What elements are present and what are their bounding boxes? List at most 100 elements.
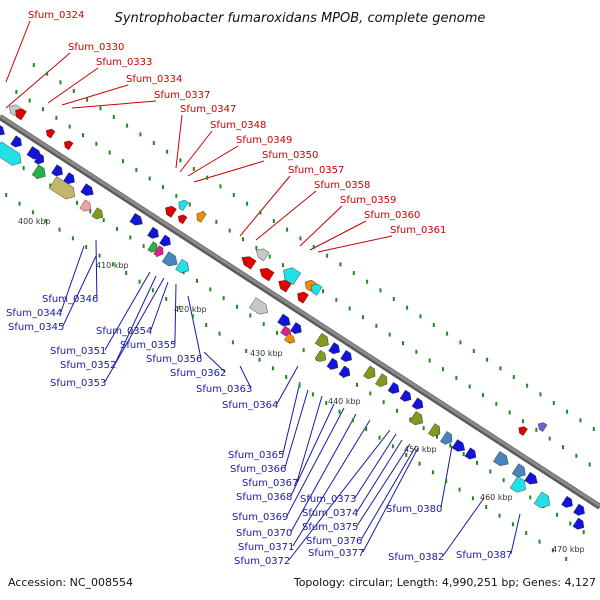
tick-mark (82, 133, 85, 138)
gene-arrow (46, 128, 56, 139)
tick-mark (191, 314, 194, 319)
leader-line-forward (354, 433, 397, 499)
leader-line-forward (104, 277, 165, 383)
leader-line-reverse (47, 67, 99, 104)
tick-mark (209, 287, 212, 292)
gene-arrow (524, 471, 538, 485)
gene-shape (147, 226, 159, 239)
gene-label-reverse: Sfum_0330 (68, 42, 124, 53)
tick-mark (489, 469, 492, 474)
gene-arrow (15, 108, 27, 121)
tick-mark (152, 141, 155, 146)
tick-mark (28, 98, 31, 103)
tick-mark (218, 331, 221, 336)
tick-mark (432, 323, 435, 328)
tick-mark (522, 419, 525, 424)
gene-arrow (509, 475, 526, 493)
gene-arrow (340, 350, 352, 362)
leader-line-reverse (193, 160, 265, 183)
gene-arrow (573, 503, 585, 516)
tick-mark (126, 123, 129, 128)
leader-line-forward (510, 513, 521, 555)
tick-mark (351, 418, 354, 423)
gene-arrow (241, 256, 257, 270)
gene-shape (314, 333, 329, 348)
gene-arrow (31, 164, 46, 179)
gene-label-forward: Sfum_0345 (8, 322, 64, 333)
gene-label-forward: Sfum_0346 (42, 294, 98, 305)
tick-mark (311, 392, 314, 397)
tick-mark (449, 443, 452, 448)
tick-mark (135, 167, 138, 172)
scale-label: 410 kbp (96, 261, 129, 270)
tick-mark (525, 530, 528, 535)
tick-mark (511, 522, 514, 527)
gene-shape (159, 234, 171, 247)
tick-mark (512, 375, 515, 380)
gene-shape (31, 164, 46, 179)
tick-mark (72, 89, 75, 94)
tick-mark (392, 297, 395, 302)
tick-mark (18, 201, 21, 206)
gene-label-forward: Sfum_0355 (120, 340, 176, 351)
gene-shape (340, 350, 352, 362)
leader-line-reverse (61, 84, 129, 106)
leader-line-forward (284, 389, 309, 469)
gene-label-forward: Sfum_0352 (60, 360, 116, 371)
leader-line-forward (239, 365, 252, 389)
tick-mark (32, 63, 35, 68)
tick-mark (551, 548, 554, 553)
tick-mark (75, 200, 78, 205)
gene-label-reverse: Sfum_0357 (288, 165, 344, 176)
gene-label-forward: Sfum_0365 (228, 450, 284, 461)
gene-arrow (399, 389, 412, 402)
gene-shape (48, 176, 75, 200)
leader-line-forward (60, 245, 85, 313)
tick-mark (42, 107, 45, 112)
tick-mark (242, 237, 245, 242)
leader-line-forward (440, 445, 453, 509)
gene-shape (175, 258, 190, 274)
tick-mark (255, 245, 258, 250)
gene-arrow (259, 268, 275, 282)
tick-mark (138, 279, 141, 284)
leader-line-forward (282, 381, 301, 455)
tick-mark (508, 410, 511, 415)
tick-mark (535, 427, 538, 432)
tick-mark (428, 358, 431, 363)
gene-label-forward: Sfum_0372 (234, 556, 290, 567)
gene-label-forward: Sfum_0370 (236, 528, 292, 539)
tick-mark (95, 141, 98, 146)
gene-shape (572, 517, 585, 530)
leader-line-reverse (187, 145, 239, 177)
gene-arrow (428, 423, 441, 437)
gene-arrow (10, 135, 22, 148)
tick-mark (5, 192, 8, 197)
leader-line-forward (114, 275, 157, 365)
tick-mark (312, 245, 315, 250)
gene-shape (314, 350, 327, 362)
tick-mark (375, 323, 378, 328)
tick-mark (215, 219, 218, 224)
tick-mark (15, 89, 18, 94)
gene-arrow (165, 205, 177, 218)
tick-mark (446, 331, 449, 336)
tick-mark (142, 244, 145, 249)
leader-line-forward (442, 497, 485, 557)
gene-shape (129, 212, 143, 226)
gene-arrow (178, 214, 188, 225)
tick-mark (592, 427, 595, 432)
gene-features (0, 104, 585, 530)
gene-shape (538, 422, 548, 432)
tick-mark (391, 444, 394, 449)
tick-mark (382, 400, 385, 405)
gene-shape (63, 172, 75, 185)
gene-arrow (64, 140, 74, 151)
tick-mark (259, 210, 262, 215)
scale-label: 430 kbp (250, 349, 283, 358)
leader-line-reverse (179, 130, 213, 173)
gene-arrow (91, 207, 104, 220)
gene-arrow (284, 333, 296, 344)
tick-mark (249, 313, 252, 318)
tick-mark (228, 228, 231, 233)
